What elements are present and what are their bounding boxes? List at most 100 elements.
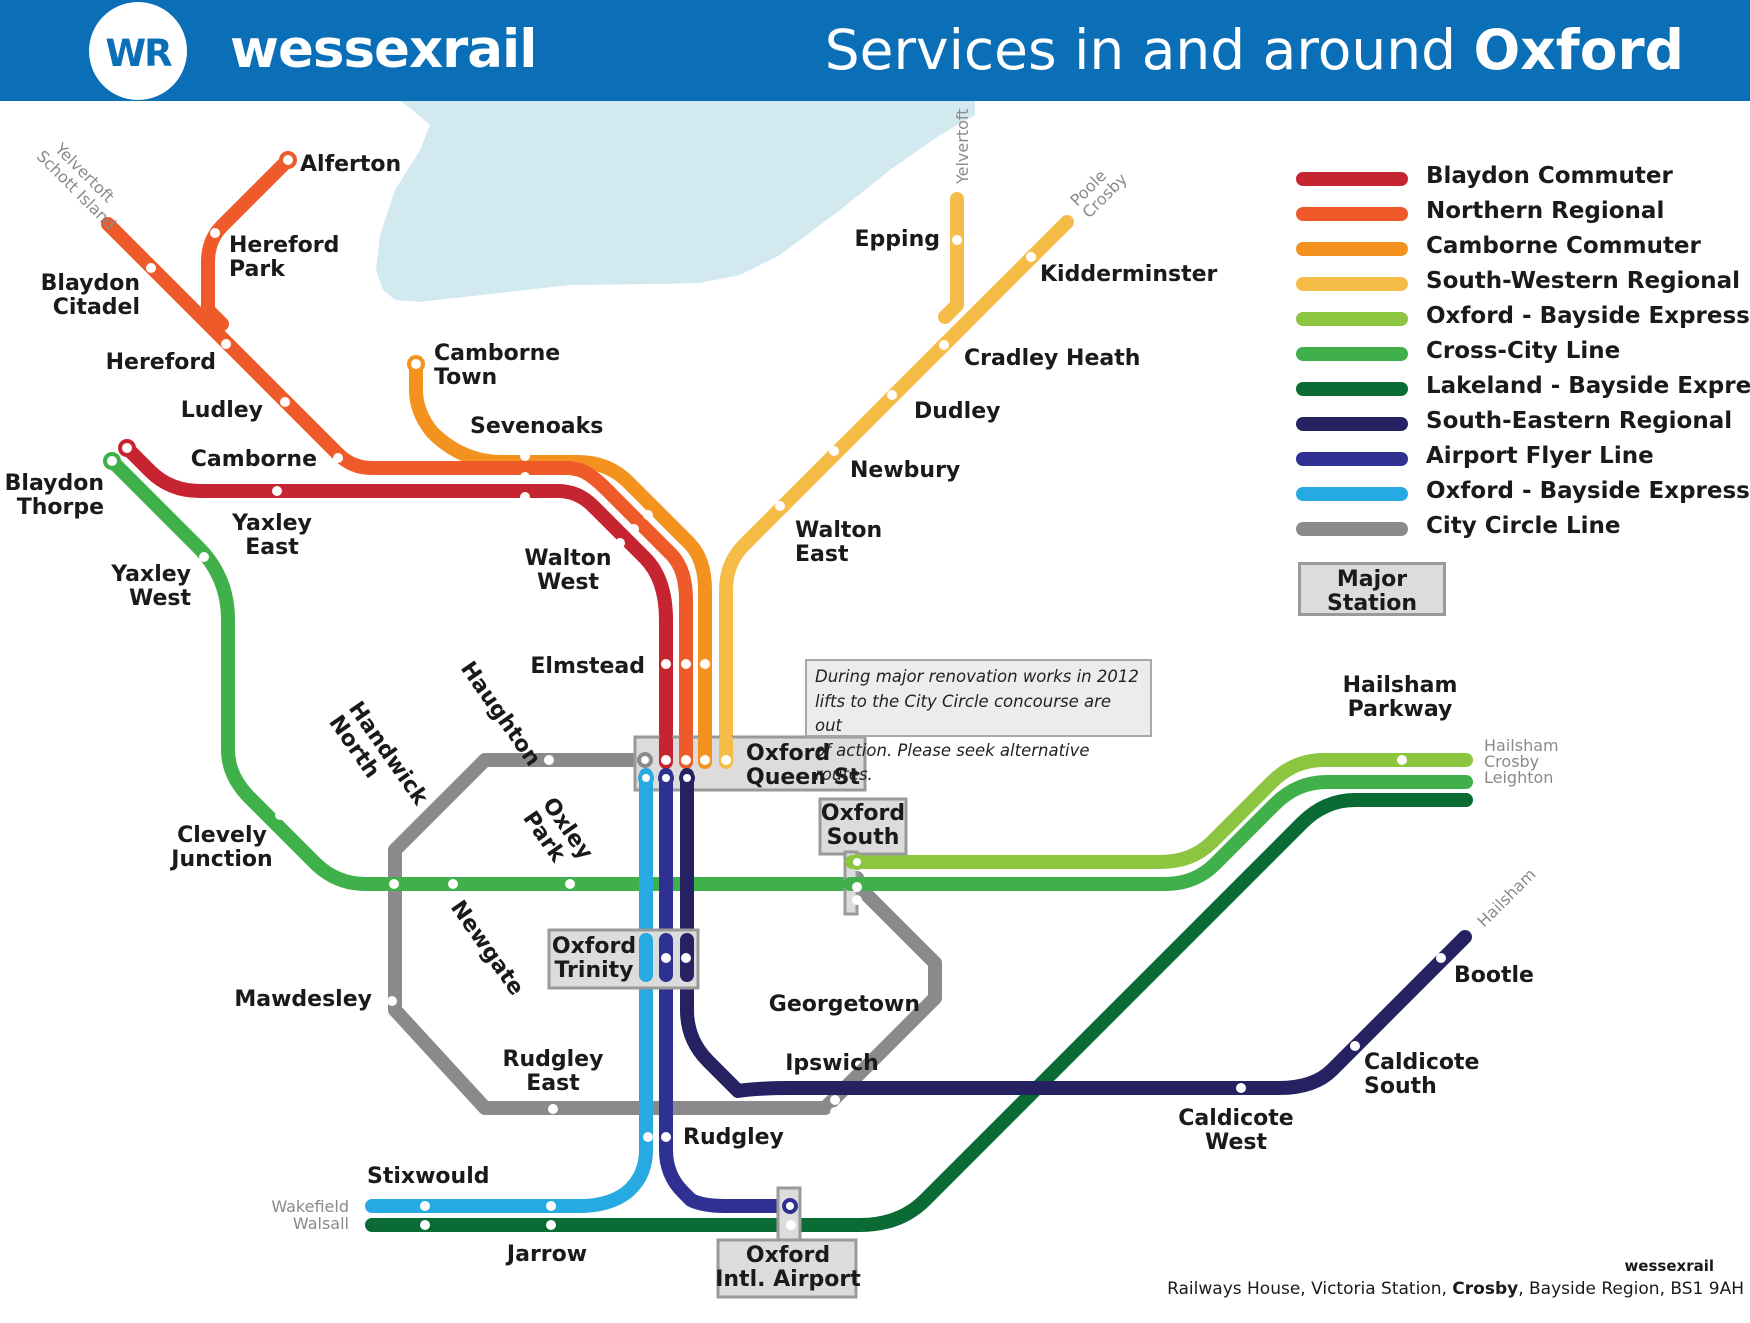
stop-oxford-queen-st-c[interactable] <box>700 755 710 765</box>
label-alferton[interactable]: Alferton <box>300 152 401 177</box>
legend-item[interactable]: Camborne Commuter <box>1296 232 1746 267</box>
stop-walton-west-c[interactable] <box>643 510 653 520</box>
legend-item[interactable]: Cross-City Line <box>1296 337 1746 372</box>
northern-regional-line[interactable] <box>101 153 693 767</box>
label-newgate[interactable]: Newgate <box>445 896 528 1000</box>
legend-item[interactable]: Lakeland - Bayside Express <box>1296 372 1750 407</box>
stop-rudgley-a[interactable] <box>643 1132 653 1142</box>
terminus-blaydon-thorpe-green[interactable] <box>103 452 121 470</box>
legend-item[interactable]: South-Western Regional <box>1296 267 1746 302</box>
stop-oxford-trinity-a[interactable] <box>661 953 671 963</box>
stop-oxford-queen-st-a[interactable] <box>661 755 671 765</box>
label-handwick-north[interactable]: HandwickNorth <box>323 697 433 825</box>
label-oxley-park[interactable]: OxleyPark <box>517 793 597 878</box>
stop-hereford[interactable] <box>221 339 231 349</box>
stop-walton-west-a[interactable] <box>615 538 625 548</box>
label-stixwould[interactable]: Stixwould <box>367 1164 489 1189</box>
stop-walton-east[interactable] <box>775 501 785 511</box>
terminus-airport-blue[interactable] <box>782 1198 798 1214</box>
airport-flyer-line[interactable] <box>659 773 797 1213</box>
label-dudley[interactable]: Dudley <box>914 399 1000 424</box>
stop-clevely-junction[interactable] <box>275 810 285 820</box>
major-box-oxford-trinity[interactable] <box>547 928 700 990</box>
legend-item[interactable]: City Circle Line <box>1296 512 1746 547</box>
stop-oxford-airport-b[interactable] <box>786 1220 796 1230</box>
stop-camborne[interactable] <box>333 453 343 463</box>
label-cradley-heath[interactable]: Cradley Heath <box>964 346 1140 371</box>
stop-oxford-queen-st-b[interactable] <box>681 755 691 765</box>
stop-jarrow-a[interactable] <box>546 1201 556 1211</box>
label-bootle[interactable]: Bootle <box>1454 963 1534 988</box>
stop-rudgley-b[interactable] <box>661 1132 671 1142</box>
label-rudgley[interactable]: Rudgley <box>683 1125 784 1150</box>
legend-item[interactable]: Blaydon Commuter <box>1296 162 1746 197</box>
blaydon-commuter-line[interactable] <box>120 441 673 767</box>
stop-stixwould-b[interactable] <box>420 1220 430 1230</box>
stop-elmstead-c[interactable] <box>700 659 710 669</box>
terminus-queen-st-blue[interactable] <box>658 770 674 786</box>
label-ipswich[interactable]: Ipswich <box>785 1051 879 1076</box>
stop-handwick-north[interactable] <box>389 879 399 889</box>
label-georgetown[interactable]: Georgetown <box>769 992 920 1017</box>
stop-rudgley-east[interactable] <box>548 1104 558 1114</box>
legend-item[interactable]: Northern Regional <box>1296 197 1746 232</box>
stop-newbury[interactable] <box>829 446 839 456</box>
label-kidderminster[interactable]: Kidderminster <box>1040 262 1218 287</box>
label-camborne[interactable]: Camborne <box>191 447 317 472</box>
south-western-regional-line[interactable] <box>719 192 1074 767</box>
stop-oxford-trinity-b[interactable] <box>681 953 691 963</box>
stop-ludley[interactable] <box>280 397 290 407</box>
stop-oxford-queen-st-d[interactable] <box>721 755 731 765</box>
legend-item[interactable]: Oxford - Bayside Express <box>1296 302 1750 337</box>
stop-yaxley-east[interactable] <box>272 486 282 496</box>
oxford-bayside-express-cyan-line[interactable] <box>365 773 653 1213</box>
label-jarrow[interactable]: Jarrow <box>505 1242 587 1267</box>
stop-elmstead-a[interactable] <box>661 659 671 669</box>
stop-elmstead-b[interactable] <box>681 659 691 669</box>
terminus-queen-st-indigo[interactable] <box>679 770 695 786</box>
label-ludley[interactable]: Ludley <box>181 398 263 423</box>
stop-ipswich-b[interactable] <box>830 1107 840 1117</box>
stop-yaxley-west[interactable] <box>199 552 209 562</box>
label-hereford[interactable]: Hereford <box>106 350 216 375</box>
label-mawdesley[interactable]: Mawdesley <box>234 987 372 1012</box>
stop-oxford-south-c[interactable] <box>852 895 862 905</box>
oxford-bayside-express-green-line[interactable] <box>848 753 1473 869</box>
cross-city-line[interactable] <box>105 454 1473 891</box>
stop-caldicote-south[interactable] <box>1350 1041 1360 1051</box>
wessexrail-logo[interactable]: WR <box>89 2 187 100</box>
stop-ipswich-a[interactable] <box>830 1095 840 1105</box>
terminus-oxford-south-light-green[interactable] <box>849 854 865 870</box>
stop-haughton[interactable] <box>544 755 554 765</box>
stop-hereford-park[interactable] <box>210 228 220 238</box>
stop-sevenoaks-b[interactable] <box>520 472 530 482</box>
stop-bootle[interactable] <box>1436 953 1446 963</box>
terminus-queen-st-cyan[interactable] <box>638 770 654 786</box>
stop-newgate[interactable] <box>448 879 458 889</box>
label-epping[interactable]: Epping <box>855 227 940 252</box>
legend-item[interactable]: Oxford - Bayside Express <box>1296 477 1750 512</box>
label-elmstead[interactable]: Elmstead <box>530 654 645 679</box>
legend-item[interactable]: Airport Flyer Line <box>1296 442 1746 477</box>
stop-jarrow-b[interactable] <box>546 1220 556 1230</box>
stop-blaydon-citadel[interactable] <box>146 263 156 273</box>
south-eastern-regional-line[interactable] <box>680 773 1472 1098</box>
terminus-alferton[interactable] <box>279 151 297 169</box>
stop-georgetown[interactable] <box>933 1007 943 1017</box>
stop-walton-west-b[interactable] <box>629 524 639 534</box>
major-box-oxford-south[interactable] <box>818 797 908 856</box>
stop-caldicote-west[interactable] <box>1236 1083 1246 1093</box>
